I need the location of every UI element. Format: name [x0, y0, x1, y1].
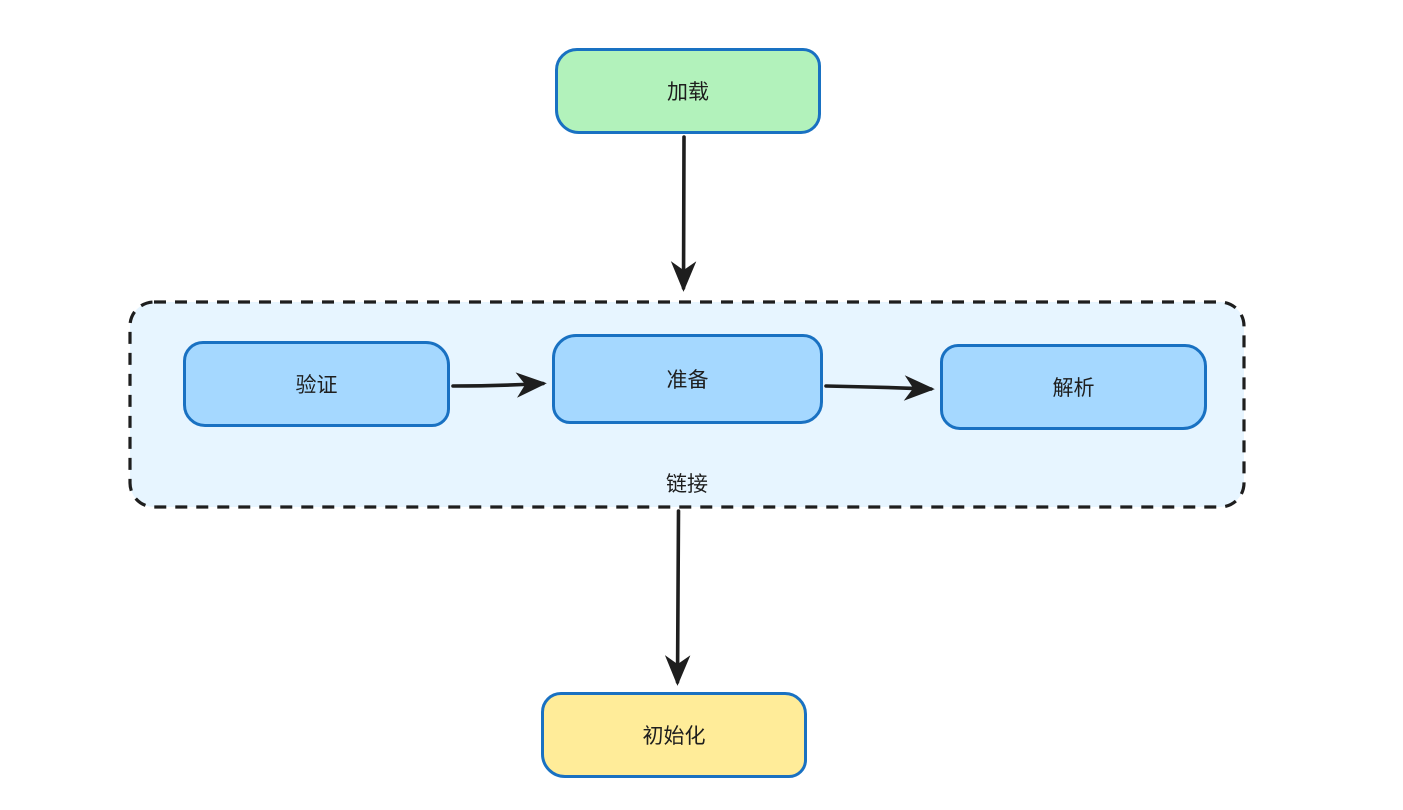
- node-load: 加载: [555, 48, 821, 134]
- node-verify: 验证: [183, 341, 450, 427]
- arrow-prepare-to-resolve-icon: [824, 375, 935, 401]
- node-resolve-label: 解析: [1052, 376, 1095, 400]
- node-prepare: 准备: [552, 334, 823, 424]
- arrow-verify-to-prepare-icon: [451, 372, 547, 398]
- node-resolve: 解析: [940, 344, 1207, 430]
- node-prepare-label: 准备: [666, 368, 709, 392]
- node-load-label: 加载: [667, 80, 709, 104]
- link-phase-group-label-text: 链接: [666, 472, 708, 496]
- arrow-link-to-init-icon: [664, 509, 691, 686]
- arrow-load-to-link-icon: [670, 135, 697, 292]
- node-verify-label: 验证: [295, 373, 338, 397]
- link-phase-group-label: 链接: [130, 468, 1244, 498]
- node-init: 初始化: [541, 692, 807, 778]
- node-init-label: 初始化: [642, 724, 706, 748]
